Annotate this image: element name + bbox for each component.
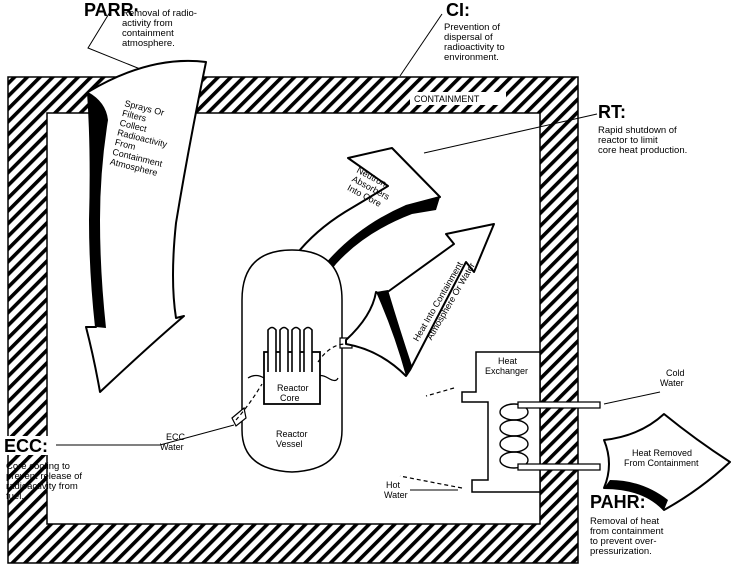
ecc-description: Core cooling to prevent release of radio… [6,461,85,502]
sprays-arrow-shadow [88,92,108,328]
heat-exchanger [461,351,541,493]
neutron-arrow-shadow [320,197,440,290]
parr-leader [87,11,156,76]
containment-label-box [410,92,506,105]
exchanger-coil [499,403,529,469]
control-rods [267,326,313,372]
cold-water-leader [603,391,661,405]
rt-heading: RT: [598,102,626,122]
parr-description: Removal of radio- activity from containm… [122,8,200,49]
ci-leader [399,13,443,77]
ecc-leader [56,424,235,446]
rt-description: Rapid shutdown of reactor to limit core … [598,125,687,156]
containment-label: CONTAINMENT [414,94,480,104]
steam-flow-path [399,387,463,489]
parr-callout: PARR· Removal of radio- activity from co… [84,0,200,49]
ci-description: Prevention of dispersal of radioactivity… [444,22,507,63]
cold-water-pipe [517,401,601,409]
containment-wall [7,76,579,564]
coolant-flow-path [235,343,347,421]
rt-leader [423,113,598,154]
rt-callout: RT: Rapid shutdown of reactor to limit c… [598,102,687,156]
ci-callout: CI: Prevention of dispersal of radioacti… [444,0,507,63]
pahr-callout: PAHR: Removal of heat from containment t… [590,492,666,557]
heat-into-arrow-shadow [376,290,412,376]
heat-into-arrow [345,223,495,377]
ci-heading: CI: [446,0,470,20]
heat-removed-arrow-shadow [604,480,668,510]
hot-water-pipe [517,463,601,471]
parr-heading: PARR· [84,0,140,20]
ecc-heading-backdrop [2,436,54,455]
ecc-heading: ECC: [4,436,48,456]
pahr-description: Removal of heat from containment to prev… [590,516,666,557]
ecc-callout: ECC: Core cooling to prevent release of … [2,436,85,502]
pahr-heading: PAHR: [590,492,646,512]
